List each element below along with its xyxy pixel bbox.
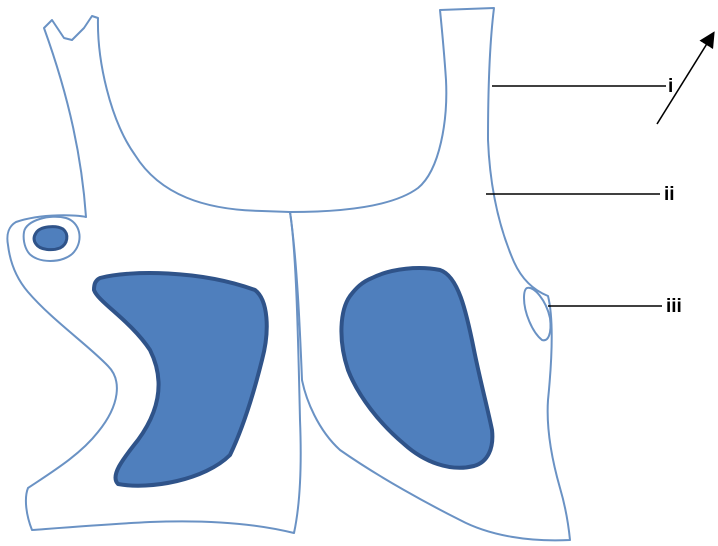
label-ii: ii — [664, 184, 675, 205]
left-small-blob — [34, 227, 67, 250]
right-cavity — [341, 268, 492, 468]
left-cavity — [94, 273, 267, 486]
label-i: i — [668, 76, 673, 97]
arrow-up-right-icon — [657, 34, 713, 124]
label-iii: iii — [666, 296, 682, 317]
